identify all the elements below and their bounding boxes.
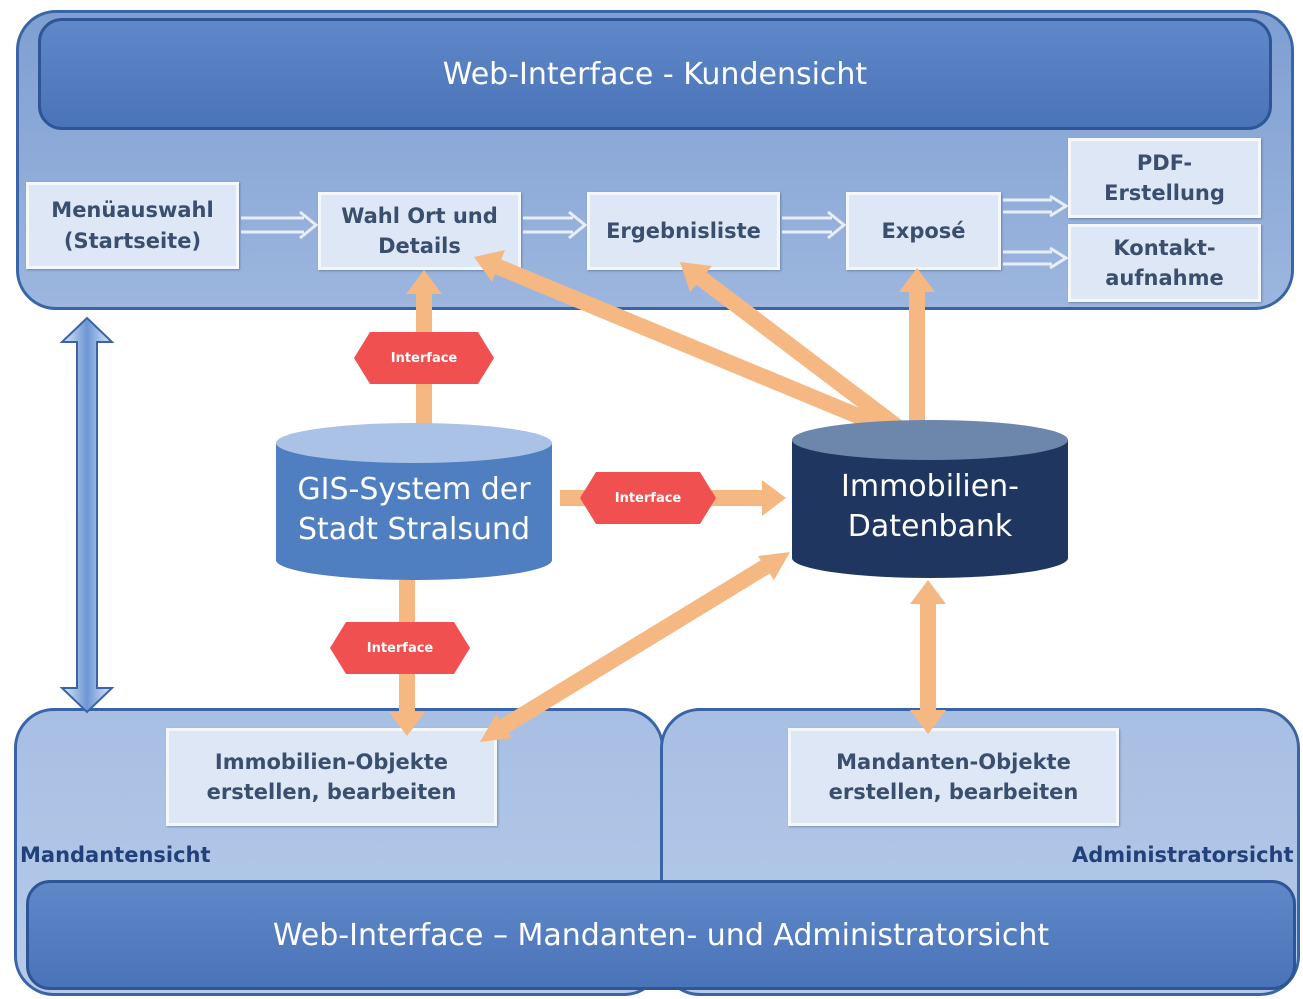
expose-box: Exposé: [846, 192, 1001, 270]
arrow-liste-expose: [782, 210, 847, 240]
arrow-expose-pdf: [1003, 194, 1069, 218]
pdf-box: PDF- Erstellung: [1068, 138, 1261, 218]
mandantensicht-label: Mandantensicht: [20, 843, 211, 867]
ergebnisliste-box: Ergebnisliste: [587, 192, 780, 270]
interface-tag-top: [354, 332, 494, 384]
kundensicht-title: Web-Interface - Kundensicht: [38, 18, 1272, 130]
administratorsicht-label: Administratorsicht: [1072, 843, 1294, 867]
interface-label-bottom: Interface: [366, 640, 434, 656]
interface-tag-bottom: [330, 622, 470, 674]
left-double-arrow: [59, 316, 115, 714]
arrow-objekte-db: [493, 557, 775, 737]
kontakt-box: Kontakt- aufnahme: [1068, 224, 1261, 302]
arrow-menu-ort: [241, 210, 319, 240]
immobilien-objekte-box: Immobilien-Objekte erstellen, bearbeiten: [166, 728, 497, 826]
interface-label-middle: Interface: [614, 490, 682, 506]
arrow-db-liste: [693, 269, 917, 445]
flow-arrows: [241, 194, 1069, 270]
mandanten-objekte-box: Mandanten-Objekte erstellen, bearbeiten: [788, 728, 1119, 826]
immobilien-database: [792, 420, 1068, 578]
interface-tag-middle: [580, 472, 716, 524]
gis-database-label: GIS-System der Stadt Stralsund: [297, 471, 531, 548]
arrow-db-ort: [492, 258, 920, 448]
menu-box: Menüauswahl (Startseite): [26, 182, 239, 269]
immobilien-database-label: Immobilien- Datenbank: [841, 468, 1019, 545]
arrow-expose-kontakt: [1003, 246, 1069, 270]
interface-label-top: Interface: [390, 350, 458, 366]
gis-database: [276, 423, 552, 580]
arrow-ort-liste: [523, 210, 588, 240]
bottom-title: Web-Interface – Mandanten- und Administr…: [26, 880, 1296, 990]
